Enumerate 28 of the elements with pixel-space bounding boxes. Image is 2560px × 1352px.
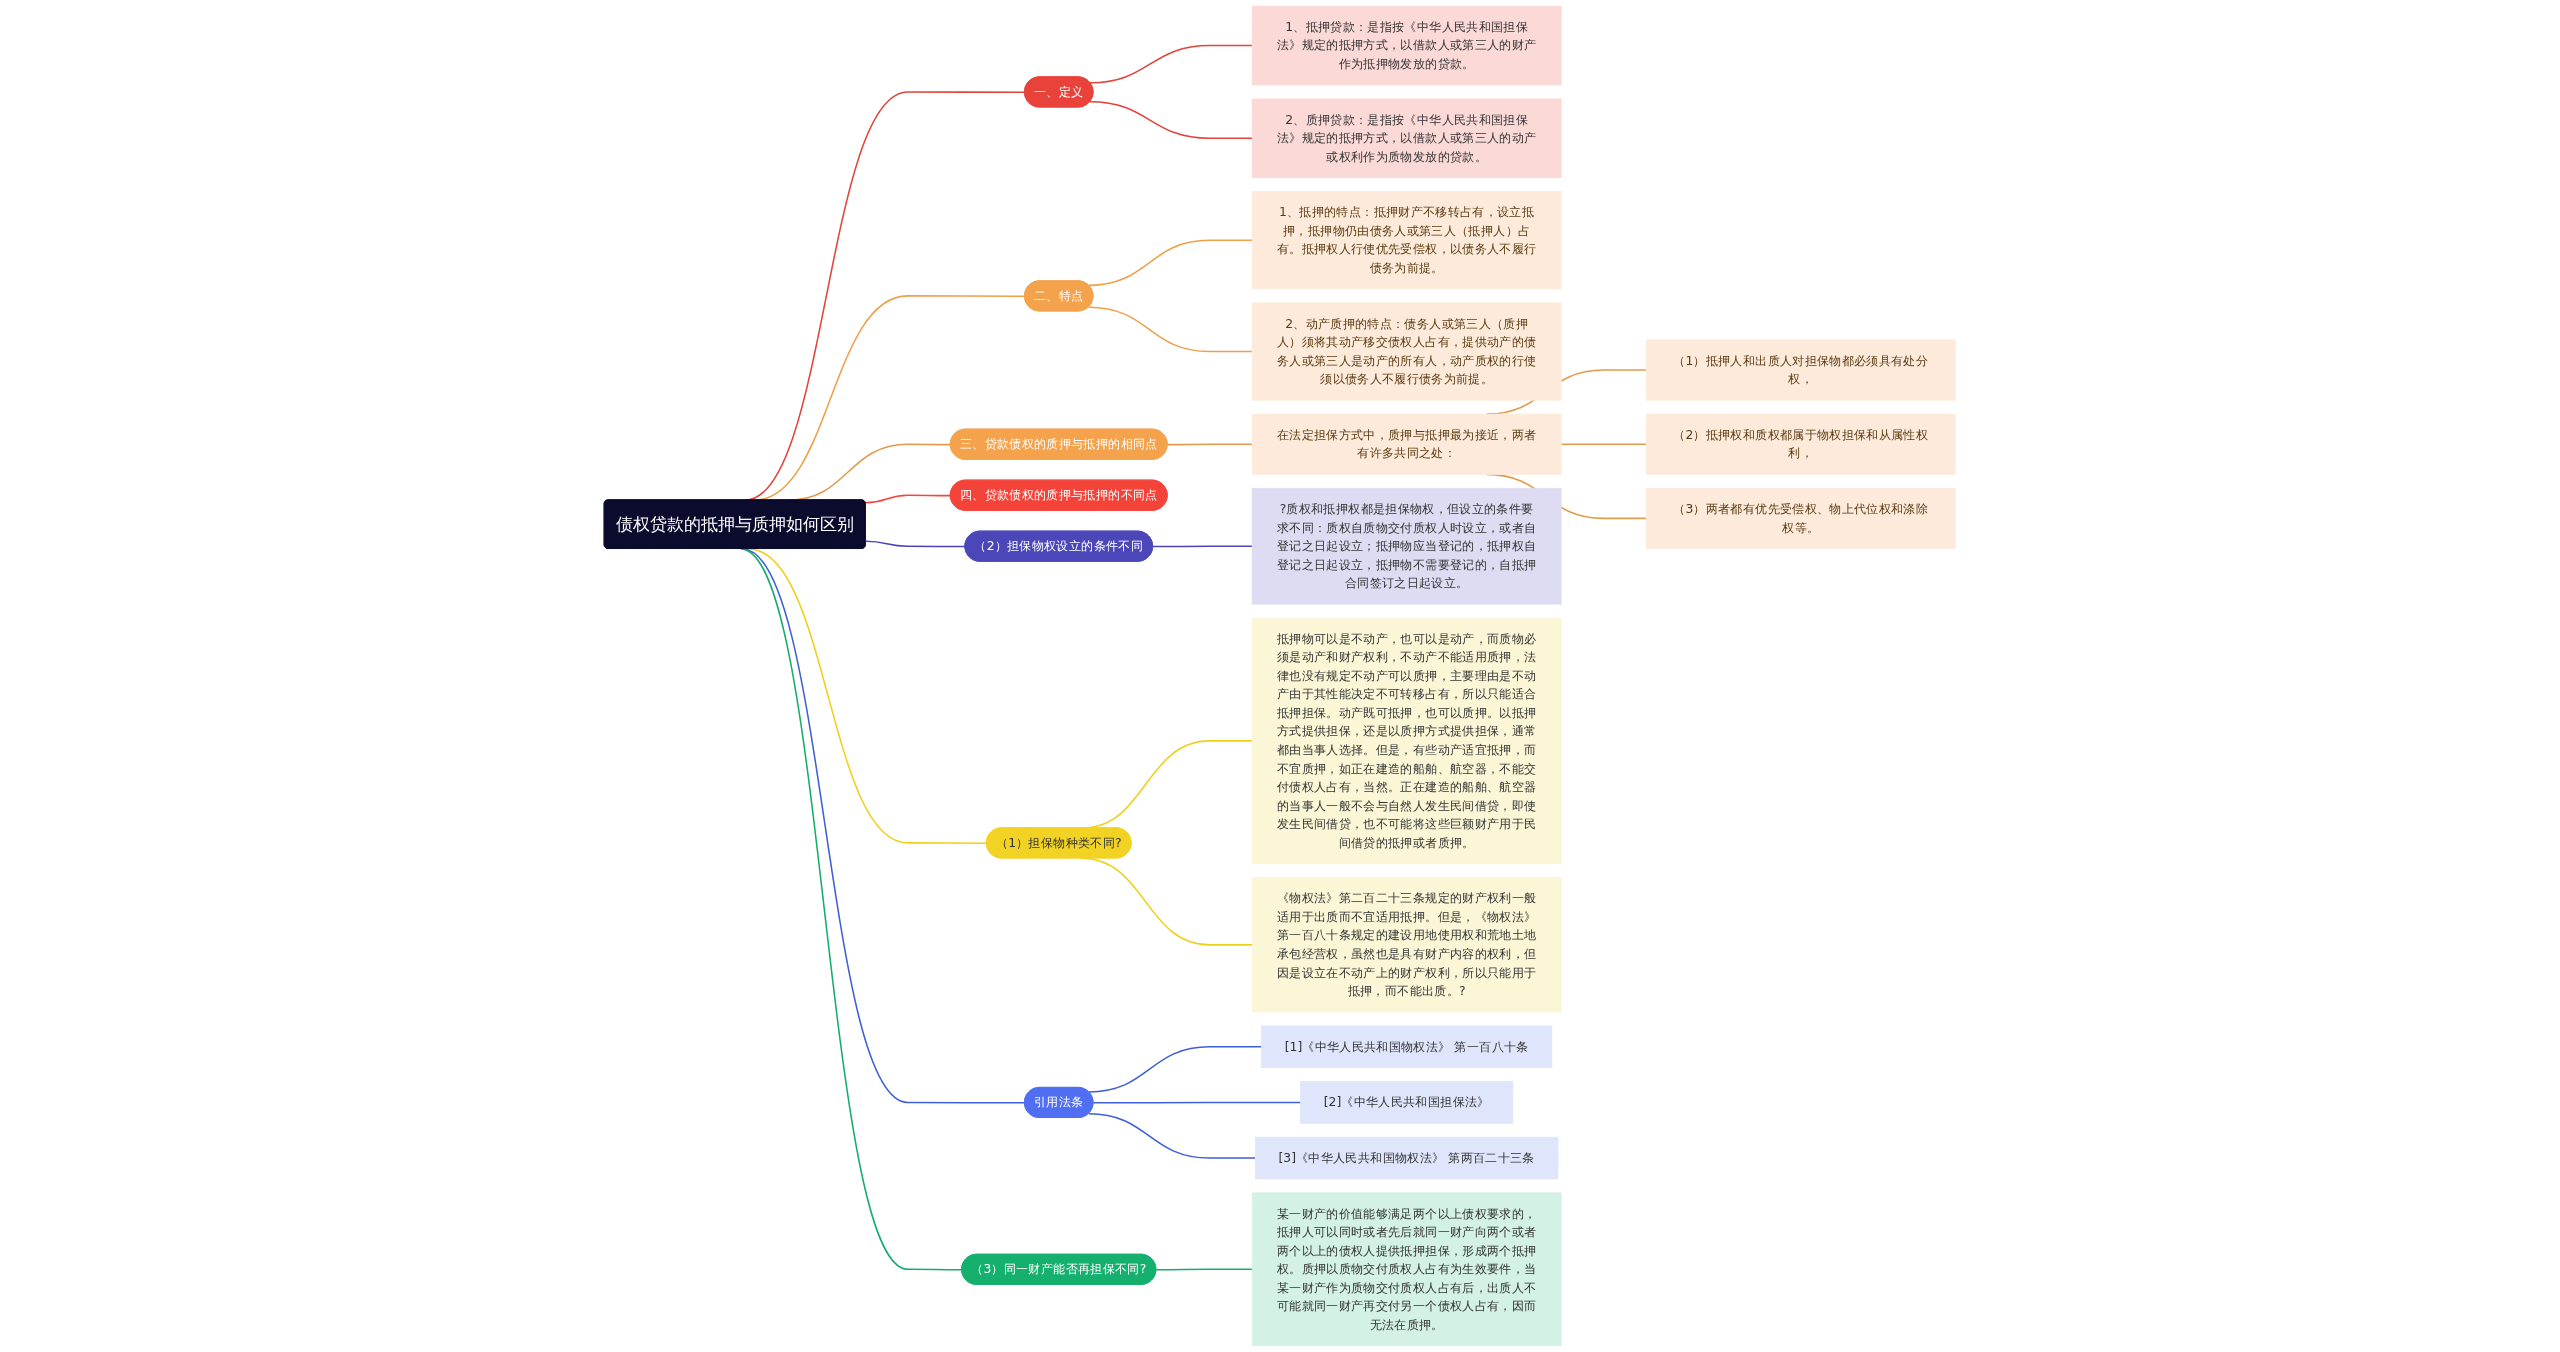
- node-box: （1）抵押人和出质人对担保物都必须具有处分权，: [1646, 339, 1956, 401]
- connector: [865, 494, 952, 504]
- connector: [1560, 443, 1648, 445]
- node-box: [3]《中华人民共和国物权法》 第两百二十三条: [1255, 1136, 1559, 1180]
- connector: [1167, 443, 1254, 446]
- connector: [1089, 44, 1254, 84]
- node-box: 《物权法》第二百二十三条规定的财产权利一般适用于出质而不宜适用抵押。但是，《物权法》第一百八十条规定的建设用地使用权和荒地土地承包经营权，虽然也是具有财产内容的权利，但因是设立在不动产上的财产权利，所以只能用于抵押，而不能出质。?: [1252, 877, 1562, 1013]
- node-box: 某一财产的价值能够满足两个以上债权要求的，抵押人可以同时或者先后就同一财产向两个或者两个以上的债权人提供抵押担保，形成两个抵押权。质押以质物交付质权人占有为生效要件，当某一财产作为质物交付质权人占有后，出质人不可能就同一财产再交付另一个债权人占有，因而无法在质押。: [1252, 1192, 1562, 1347]
- connector: [1088, 1112, 1257, 1159]
- node-box: 2、动产质押的特点：债务人或第三人（质押人）须将其动产移交债权人占有，提供动产的债务人或第三人是动产的所有人，动产质权的行使须以债务人不履行债务为前提。: [1252, 302, 1562, 401]
- node-box: （3）两者都有优先受偿权、物上代位权和涤除权等。: [1646, 487, 1956, 549]
- node-box: 2、质押贷款：是指按《中华人民共和国担保法》规定的抵押方式，以借款人或第三人的动产或权利作为质物发放的贷款。: [1252, 98, 1562, 179]
- connector: [1088, 306, 1254, 353]
- node-box: 抵押物可以是不动产，也可以是动产，而质物必须是动产和财产权利，不动产不能适用质押，法律也没有规定不动产可以质押，主要理由是不动产由于其性能决定不可转移占有，所以只能适合抵押担保。动产既可抵押，也可以质押。以抵押方式提供担保，还是以质押方式提供担保，通常都由当事人选择。但是，有些动产适宜抵押，而不宜质押，如正在建造的船舶、航空器，不能交付债权人占有，当然。正在建造的船舶、航空器的当事人一般不会与自然人发生民间借贷，即使发生民间借贷，也不可能将这些巨额财产用于民间借贷的抵押或者质押。: [1252, 617, 1562, 865]
- connector: [1088, 239, 1254, 287]
- node-box: （2）抵押权和质权都属于物权担保和从属性权利，: [1646, 413, 1956, 475]
- connector: [1089, 101, 1254, 140]
- node-box: 1、抵押的特点：抵押财产不移转占有，设立抵押，抵押物仍由债务人或第三人（抵押人）占有。抵押权人行使优先受偿权，以债务人不履行债务为前提。: [1252, 191, 1562, 290]
- node-box: 在法定担保方式中，质押与抵押最为接近，两者有许多共同之处：: [1252, 413, 1562, 475]
- node-box: 1、抵押贷款：是指按《中华人民共和国担保法》规定的抵押方式，以借款人或第三人的财产作为抵押物发放的贷款。: [1252, 5, 1562, 86]
- node-box: [2]《中华人民共和国担保法》: [1300, 1081, 1514, 1124]
- connector: [1092, 1101, 1302, 1104]
- connector: [865, 540, 967, 548]
- connector: [1155, 1268, 1254, 1271]
- connector: [1088, 1046, 1263, 1093]
- connector: [1152, 545, 1254, 548]
- node-box: [1]《中华人民共和国物权法》 第一百八十条: [1261, 1025, 1553, 1069]
- node-box: ?质权和抵押权都是担保物权，但设立的条件要求不同：质权自质物交付质权人时设立，或者自登记之日起设立；抵押物应当登记的，抵押权自登记之日起设立，抵押物不需要登记的，自抵押合同签订之日起设立。: [1252, 487, 1562, 605]
